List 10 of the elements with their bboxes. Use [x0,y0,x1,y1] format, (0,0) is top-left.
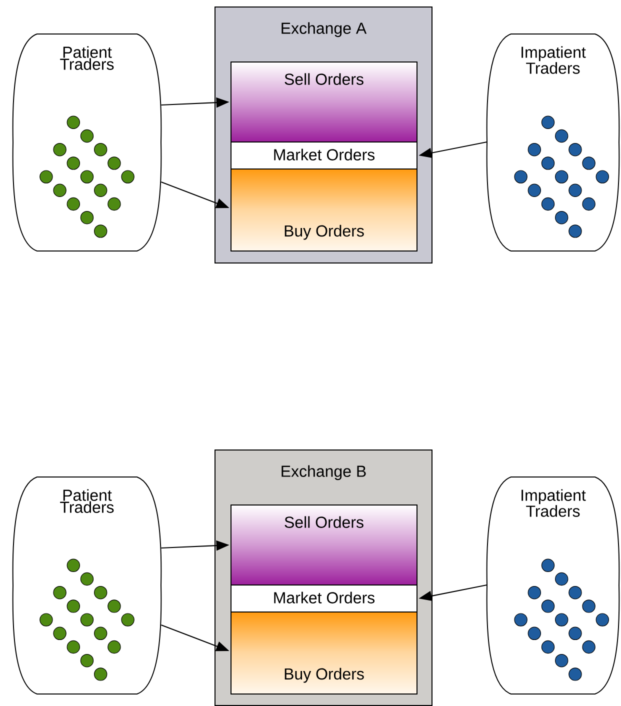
order-box: Sell Orders [230,62,418,142]
traders-drawing: Impatient Traders [486,34,620,252]
order-box: Sell Orders [230,504,418,586]
traders-drawing: Patient Traders [12,34,162,252]
order-box: Market Orders [230,142,418,170]
order-box: Buy Orders [230,168,418,252]
traders-drawing: Patient Traders [12,476,162,694]
order-box: Buy Orders [230,612,418,694]
traders-drawing: Impatient Traders [486,476,620,694]
order-box: Market Orders [230,584,418,612]
